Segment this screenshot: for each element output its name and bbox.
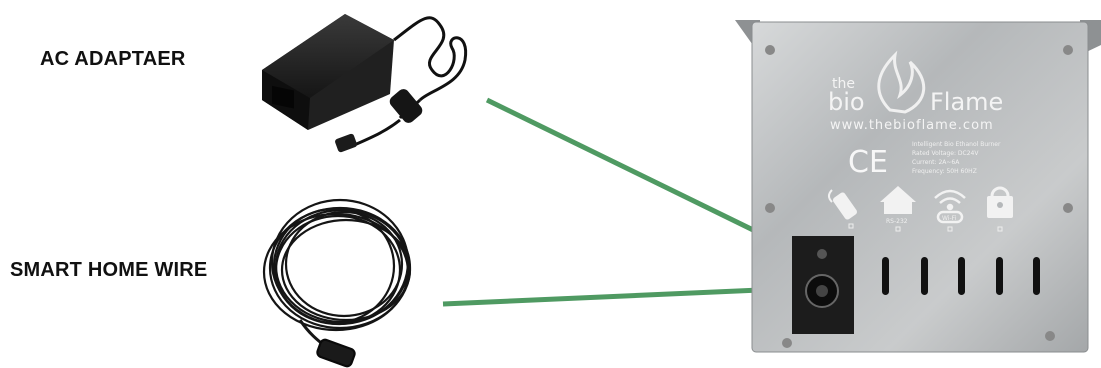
vent-slot: [921, 257, 928, 295]
vent-slot: [1033, 257, 1040, 295]
spec-line-4: Frequency: 50H 60HZ: [912, 168, 977, 175]
spec-line-3: Current: 2A~6A: [912, 159, 960, 166]
smart-home-wire-image: [262, 198, 412, 368]
ce-mark: CE: [848, 145, 888, 180]
rs232-label: RS-232: [886, 218, 908, 225]
arrow-to-rj-port: [442, 286, 783, 307]
brand-website: www.thebioflame.com: [830, 118, 994, 133]
flame-logo-icon: [877, 50, 926, 114]
spec-line-2: Rated Voltage: DC24V: [912, 150, 979, 157]
spec-line-1: Intelligent Bio Ethanol Burner: [912, 141, 1001, 148]
brand-flame: Flame: [930, 88, 1003, 116]
child-lock-icon: [987, 186, 1013, 218]
brand-the: the: [832, 76, 855, 92]
wifi-icon: [934, 189, 966, 224]
vent-slot: [882, 257, 889, 295]
smart-home-wire-label: SMART HOME WIRE: [10, 259, 208, 281]
ac-adapter-label: AC ADAPTAER: [40, 48, 186, 70]
remote-control-icon: [828, 189, 858, 220]
vent-slot: [996, 257, 1003, 295]
home-icon: [880, 186, 916, 214]
arrow-to-dc-port: [485, 97, 791, 250]
vent-slot: [958, 257, 965, 295]
burner-back-panel: the bio Flame www.thebioflame.com CE Int…: [735, 20, 1101, 353]
brand-bio: bio: [828, 88, 865, 116]
dc-port: [817, 249, 827, 259]
wifi-label: Wi-Fi: [942, 215, 957, 222]
ac-adapter-image: [262, 14, 468, 153]
